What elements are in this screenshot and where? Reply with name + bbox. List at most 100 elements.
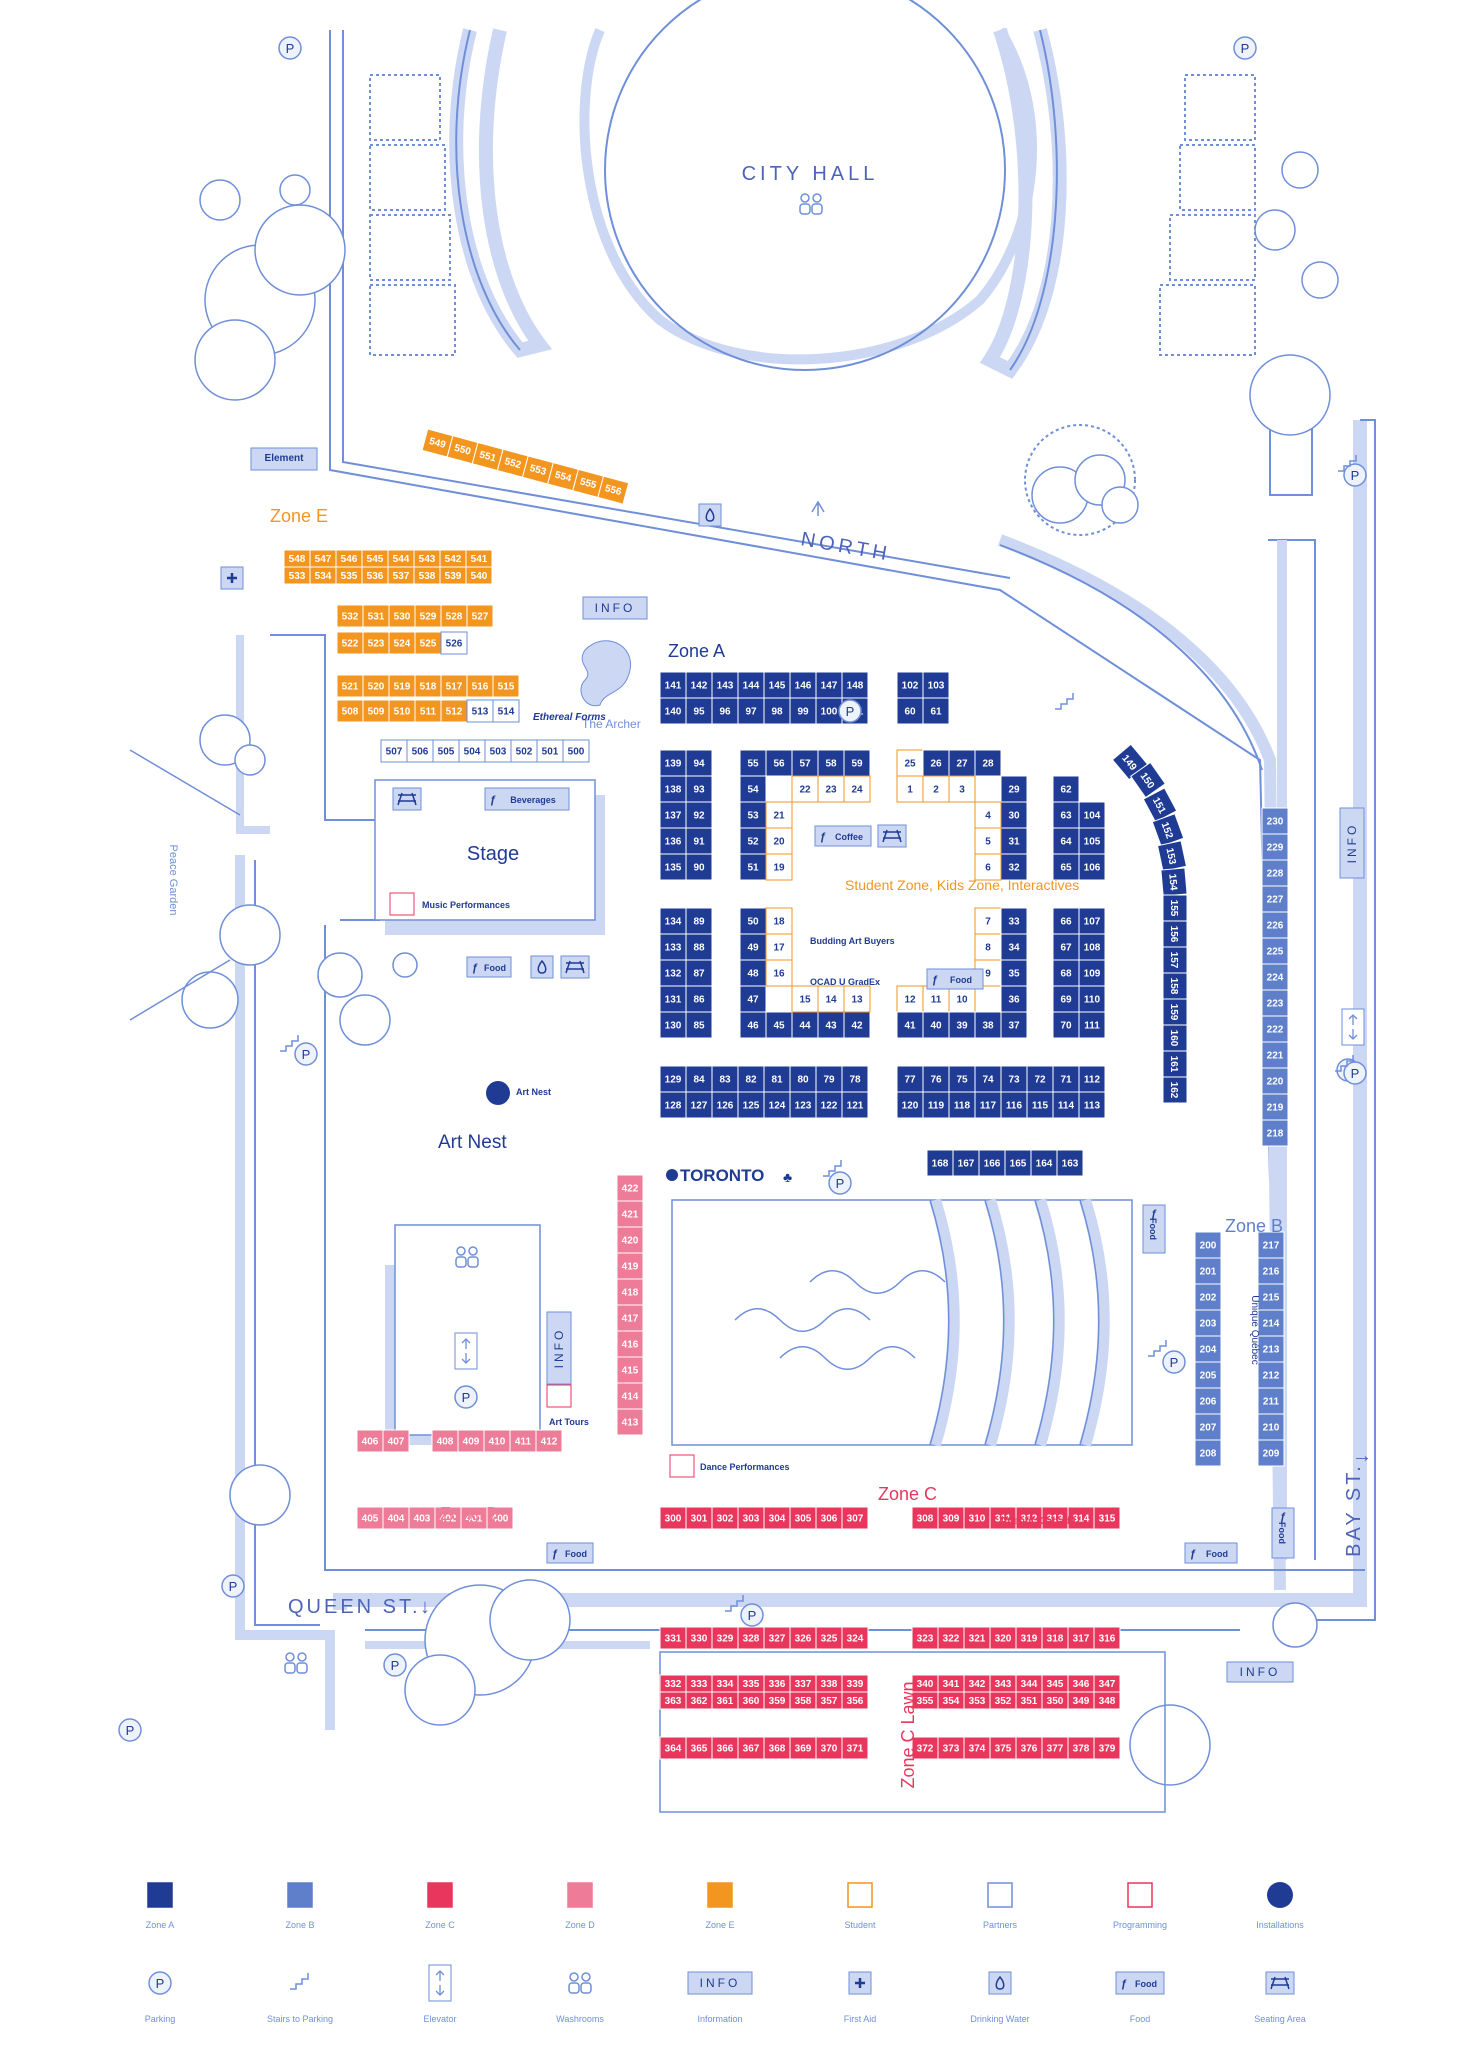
booth-20[interactable]: 20 <box>765 827 793 855</box>
booth-307[interactable]: 307 <box>841 1506 869 1530</box>
booth-133[interactable]: 133 <box>659 933 687 961</box>
booth-144[interactable]: 144 <box>737 671 765 699</box>
parking-icon[interactable]: P <box>838 699 862 723</box>
booth-164[interactable]: 164 <box>1030 1149 1058 1177</box>
booth-102[interactable]: 102 <box>896 671 924 699</box>
booth-2[interactable]: 2 <box>922 775 950 803</box>
booth-134[interactable]: 134 <box>659 907 687 935</box>
booth-552[interactable]: 552 <box>496 448 529 478</box>
booth-160[interactable]: 160 <box>1162 1024 1188 1052</box>
booth-309[interactable]: 309 <box>937 1506 965 1530</box>
booth-364[interactable]: 364 <box>659 1736 687 1760</box>
booth-335[interactable]: 335 <box>737 1674 765 1693</box>
booth-539[interactable]: 539 <box>439 566 467 585</box>
info-icon[interactable]: INFO <box>687 1971 753 1995</box>
booth-319[interactable]: 319 <box>1015 1626 1043 1650</box>
booth-155[interactable]: 155 <box>1162 894 1188 922</box>
booth-22[interactable]: 22 <box>791 775 819 803</box>
booth-32[interactable]: 32 <box>1000 853 1028 881</box>
booth-92[interactable]: 92 <box>685 801 713 829</box>
booth-115[interactable]: 115 <box>1026 1091 1054 1119</box>
booth-68[interactable]: 68 <box>1052 959 1080 987</box>
booth-221[interactable]: 221 <box>1261 1041 1289 1069</box>
booth-520[interactable]: 520 <box>362 674 390 698</box>
booth-4[interactable]: 4 <box>974 801 1002 829</box>
booth-21[interactable]: 21 <box>765 801 793 829</box>
booth-550[interactable]: 550 <box>446 435 479 465</box>
booth-227[interactable]: 227 <box>1261 885 1289 913</box>
booth-61[interactable]: 61 <box>922 697 950 725</box>
booth-324[interactable]: 324 <box>841 1626 869 1650</box>
booth-147[interactable]: 147 <box>815 671 843 699</box>
booth-367[interactable]: 367 <box>737 1736 765 1760</box>
booth-121[interactable]: 121 <box>841 1091 869 1119</box>
booth-348[interactable]: 348 <box>1093 1691 1121 1710</box>
booth-5[interactable]: 5 <box>974 827 1002 855</box>
booth-34[interactable]: 34 <box>1000 933 1028 961</box>
booth-530[interactable]: 530 <box>388 604 416 628</box>
booth-502[interactable]: 502 <box>510 739 538 763</box>
parking-icon[interactable]: P <box>1233 36 1257 60</box>
booth-518[interactable]: 518 <box>414 674 442 698</box>
booth-303[interactable]: 303 <box>737 1506 765 1530</box>
booth-341[interactable]: 341 <box>937 1674 965 1693</box>
booth-526[interactable]: 526 <box>440 631 468 655</box>
booth-322[interactable]: 322 <box>937 1626 965 1650</box>
booth-161[interactable]: 161 <box>1162 1050 1188 1078</box>
booth-229[interactable]: 229 <box>1261 833 1289 861</box>
booth-143[interactable]: 143 <box>711 671 739 699</box>
booth-412[interactable]: 412 <box>535 1429 563 1453</box>
booth-416[interactable]: 416 <box>616 1330 644 1358</box>
booth-30[interactable]: 30 <box>1000 801 1028 829</box>
booth-338[interactable]: 338 <box>815 1674 843 1693</box>
booth-401[interactable]: 401 <box>460 1506 488 1530</box>
booth-347[interactable]: 347 <box>1093 1674 1121 1693</box>
booth-148[interactable]: 148 <box>841 671 869 699</box>
booth-305[interactable]: 305 <box>789 1506 817 1530</box>
parking-icon[interactable]: P <box>1343 1061 1367 1085</box>
booth-49[interactable]: 49 <box>739 933 767 961</box>
booth-332[interactable]: 332 <box>659 1674 687 1693</box>
booth-210[interactable]: 210 <box>1257 1413 1285 1441</box>
booth-513[interactable]: 513 <box>466 699 494 723</box>
booth-327[interactable]: 327 <box>763 1626 791 1650</box>
booth-201[interactable]: 201 <box>1194 1257 1222 1285</box>
booth-521[interactable]: 521 <box>336 674 364 698</box>
booth-41[interactable]: 41 <box>896 1011 924 1039</box>
booth-36[interactable]: 36 <box>1000 985 1028 1013</box>
booth-27[interactable]: 27 <box>948 749 976 777</box>
booth-1[interactable]: 1 <box>896 775 924 803</box>
booth-119[interactable]: 119 <box>922 1091 950 1119</box>
booth-512[interactable]: 512 <box>440 699 468 723</box>
booth-99[interactable]: 99 <box>789 697 817 725</box>
booth-409[interactable]: 409 <box>457 1429 485 1453</box>
booth-80[interactable]: 80 <box>789 1065 817 1093</box>
booth-369[interactable]: 369 <box>789 1736 817 1760</box>
booth-157[interactable]: 157 <box>1162 946 1188 974</box>
booth-88[interactable]: 88 <box>685 933 713 961</box>
booth-346[interactable]: 346 <box>1067 1674 1095 1693</box>
booth-65[interactable]: 65 <box>1052 853 1080 881</box>
booth-505[interactable]: 505 <box>432 739 460 763</box>
booth-203[interactable]: 203 <box>1194 1309 1222 1337</box>
booth-378[interactable]: 378 <box>1067 1736 1095 1760</box>
booth-516[interactable]: 516 <box>466 674 494 698</box>
parking-icon[interactable]: P <box>294 1042 318 1066</box>
booth-509[interactable]: 509 <box>362 699 390 723</box>
booth-315[interactable]: 315 <box>1093 1506 1121 1530</box>
booth-94[interactable]: 94 <box>685 749 713 777</box>
booth-212[interactable]: 212 <box>1257 1361 1285 1389</box>
booth-126[interactable]: 126 <box>711 1091 739 1119</box>
element-marker[interactable] <box>250 447 318 471</box>
booth-141[interactable]: 141 <box>659 671 687 699</box>
booth-25[interactable]: 25 <box>896 749 924 777</box>
booth-301[interactable]: 301 <box>685 1506 713 1530</box>
booth-152[interactable]: 152 <box>1151 813 1185 847</box>
booth-8[interactable]: 8 <box>974 933 1002 961</box>
booth-19[interactable]: 19 <box>765 853 793 881</box>
booth-105[interactable]: 105 <box>1078 827 1106 855</box>
booth-504[interactable]: 504 <box>458 739 486 763</box>
booth-142[interactable]: 142 <box>685 671 713 699</box>
